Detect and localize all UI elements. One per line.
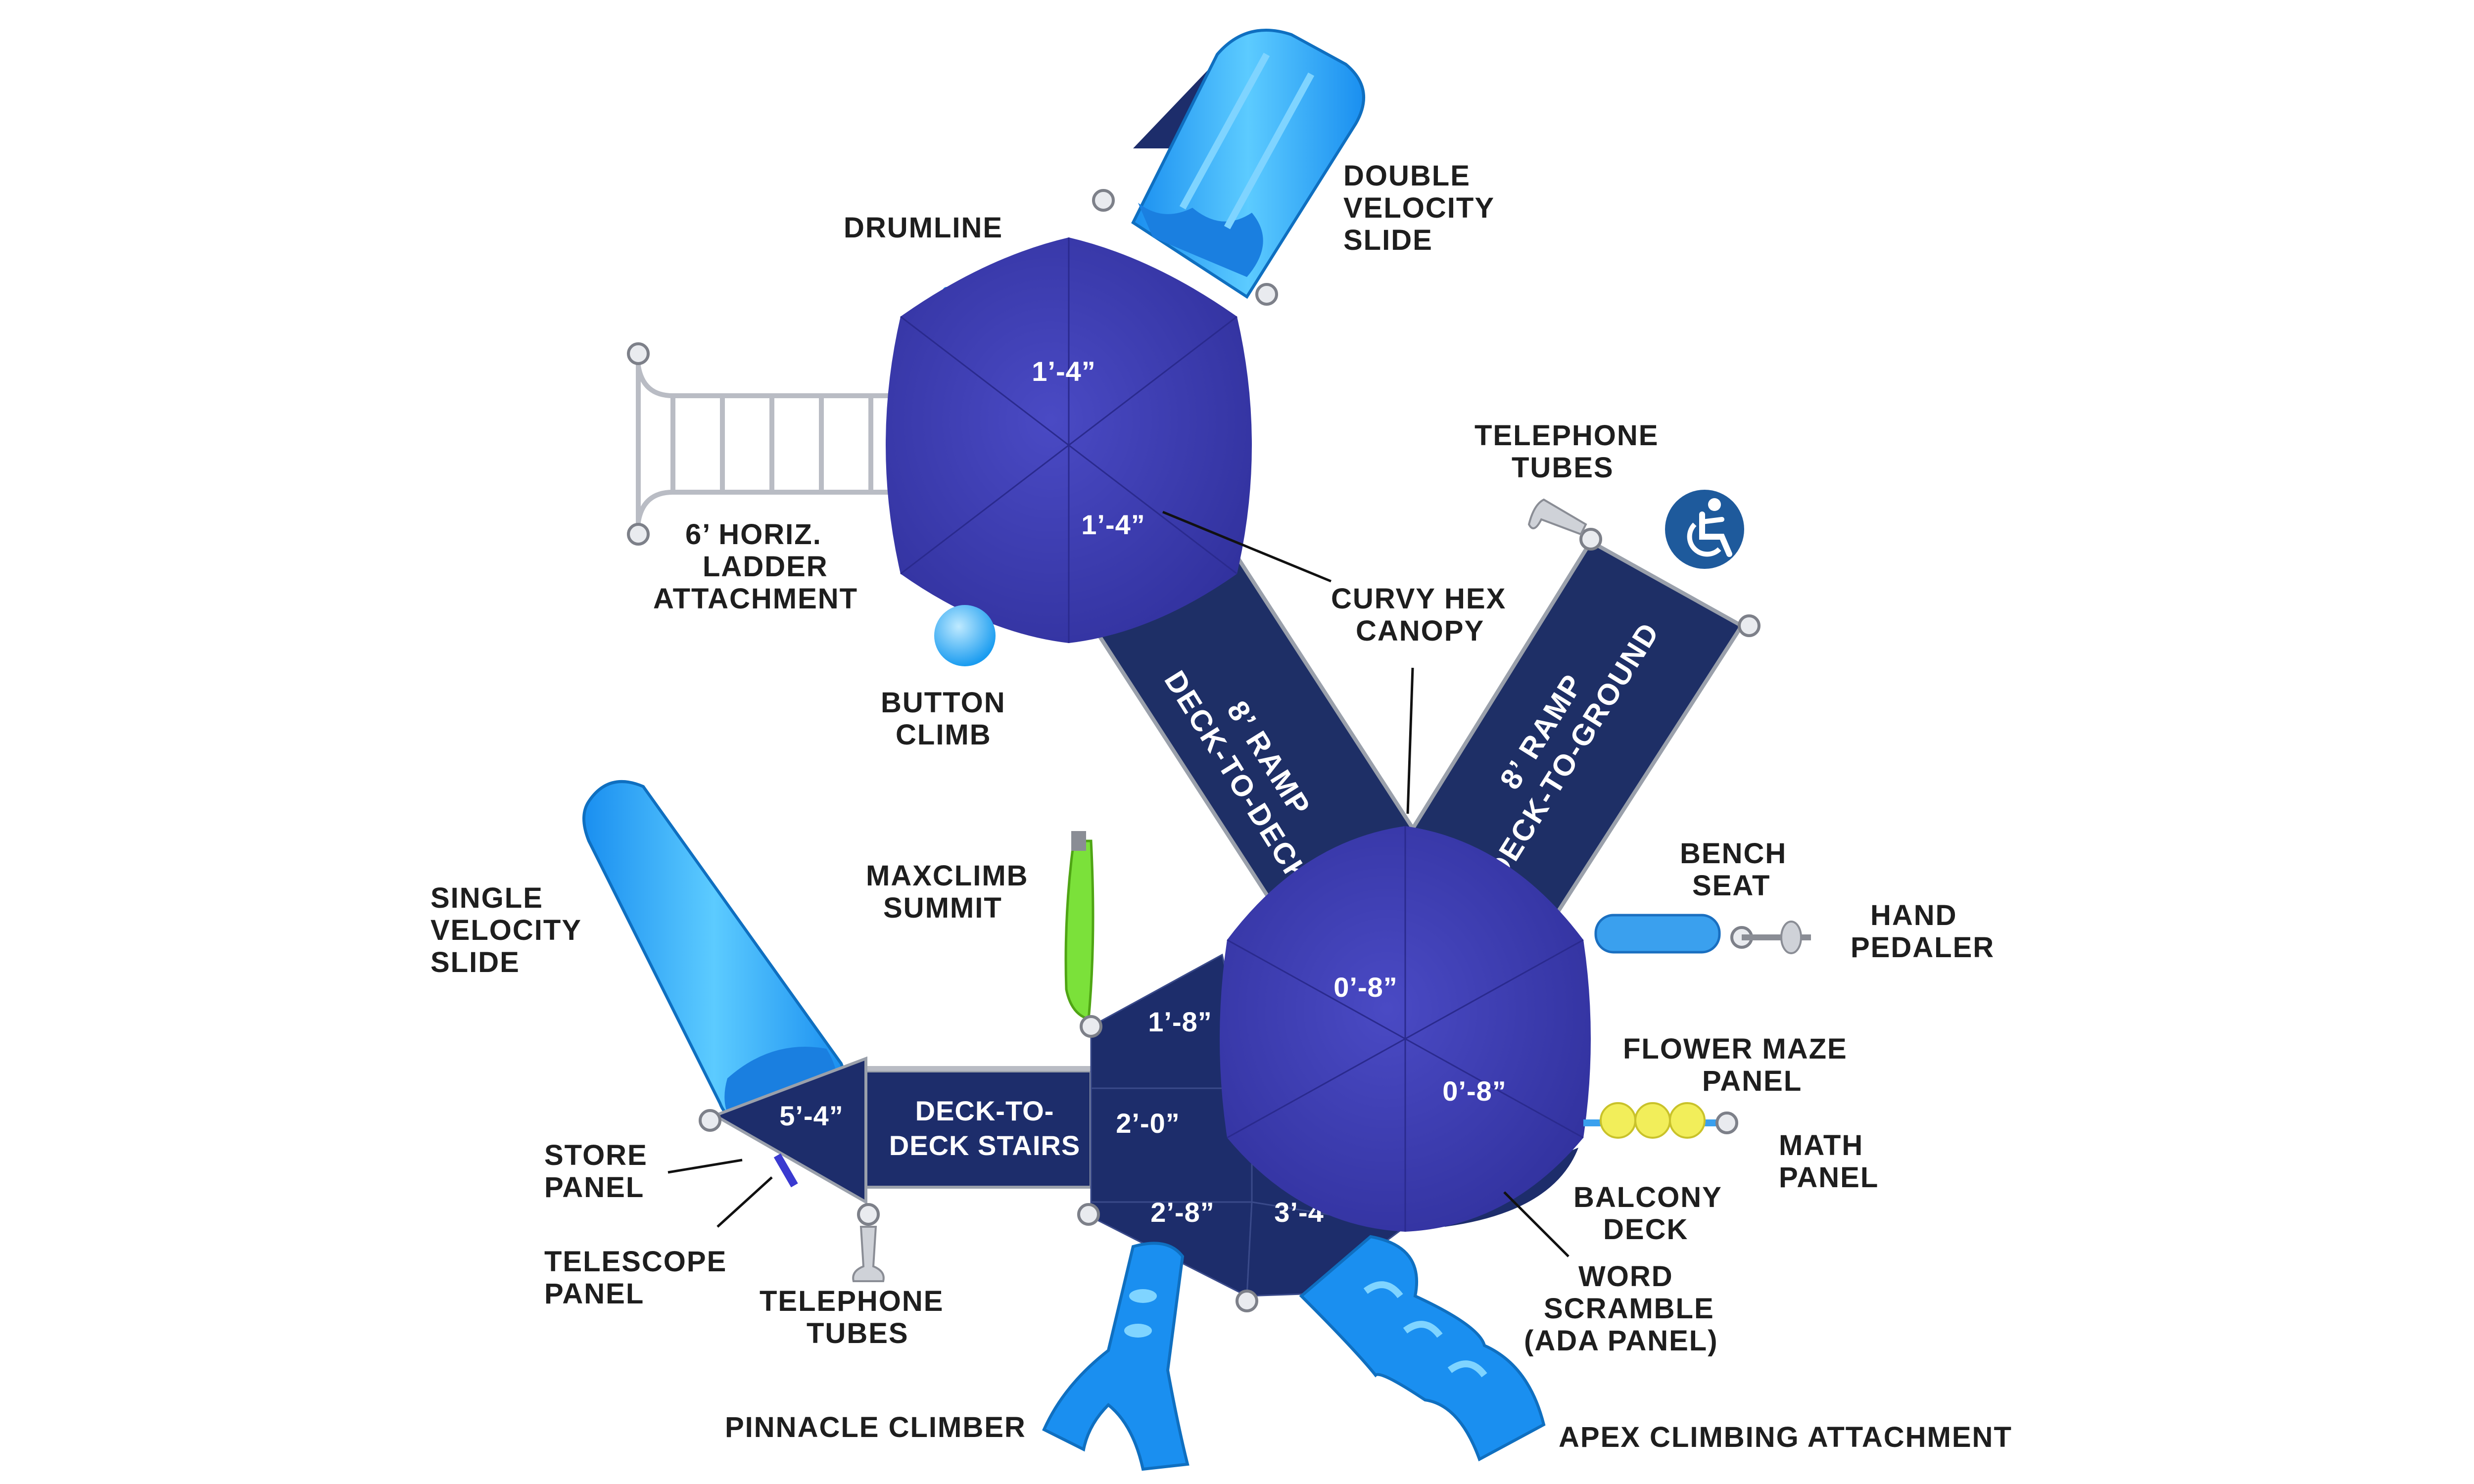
label-store-1: STORE [544, 1139, 648, 1171]
horizontal-ladder [627, 342, 891, 546]
label-maxclimb-2: SUMMIT [883, 892, 1002, 924]
label-ladder-1: 6’ HORIZ. [685, 518, 822, 551]
label-pinnacle: PINNACLE CLIMBER [725, 1411, 1026, 1443]
label-ladder-2: LADDER [703, 551, 828, 583]
label-apex: APEX CLIMBING ATTACHMENT [1559, 1421, 2012, 1453]
stairs-line2: DECK STAIRS [889, 1130, 1080, 1161]
telephone-tube-top [1527, 498, 1587, 536]
hand-pedaler [1742, 921, 1811, 954]
label-telephone-top-2: TUBES [1512, 452, 1614, 484]
label-telescope-1: TELESCOPE [544, 1246, 727, 1278]
label-bench-1: BENCH [1680, 837, 1787, 870]
wheelchair-icon [1665, 490, 1744, 569]
label-drumline: DRUMLINE [844, 212, 1003, 244]
label-button-climb-2: CLIMB [896, 719, 992, 751]
label-telephone-bottom-1: TELEPHONE [760, 1285, 944, 1317]
maxclimb-summit [1064, 831, 1094, 1021]
flower-maze-panel [1583, 1102, 1738, 1139]
label-telescope-2: PANEL [544, 1278, 644, 1310]
label-maxclimb-1: MAXCLIMB [866, 860, 1029, 892]
double-velocity-slide [1092, 29, 1365, 306]
label-ladder-3: ATTACHMENT [653, 583, 858, 615]
label-double-velocity-1: DOUBLE [1343, 160, 1471, 192]
top-hex-canopy: 1’-4” 1’-4” [886, 237, 1252, 643]
pinnacle-climber [1042, 1242, 1189, 1471]
label-balcony-2: DECK [1603, 1213, 1688, 1246]
label-hand-pedaler-2: PEDALER [1851, 931, 1995, 964]
label-double-velocity-3: SLIDE [1343, 224, 1433, 256]
label-word-scramble-1: WORD [1578, 1260, 1673, 1293]
label-canopy-1: CURVY HEX [1331, 583, 1506, 615]
stairs-line1: DECK-TO- [915, 1095, 1054, 1126]
label-flower-maze-1: FLOWER MAZE [1623, 1033, 1848, 1065]
label-single-velocity-3: SLIDE [430, 946, 520, 978]
label-single-velocity-2: VELOCITY [430, 914, 582, 946]
label-hand-pedaler-1: HAND [1870, 899, 1957, 931]
height-main-hex-lower: 0’-8” [1442, 1075, 1507, 1107]
height-top-hex-lower: 1’-4” [1081, 509, 1145, 540]
button-climb [934, 605, 996, 666]
label-single-velocity-1: SINGLE [430, 882, 543, 914]
height-5-4: 5’-4” [779, 1100, 844, 1131]
label-word-scramble-3: (ADA PANEL) [1524, 1325, 1718, 1357]
label-button-climb-1: BUTTON [881, 687, 1006, 719]
labels: DRUMLINE DOUBLE VELOCITY SLIDE TELEPHONE… [430, 160, 2012, 1453]
height-2-8: 2’-8” [1150, 1197, 1215, 1228]
label-math-1: MATH [1779, 1129, 1863, 1161]
height-top-hex-upper: 1’-4” [1032, 356, 1096, 387]
label-store-2: PANEL [544, 1171, 644, 1204]
label-flower-maze-2: PANEL [1702, 1065, 1802, 1097]
label-telephone-bottom-2: TUBES [807, 1317, 909, 1349]
leader-lines [667, 510, 1570, 1257]
label-math-2: PANEL [1779, 1161, 1879, 1194]
label-word-scramble-2: SCRAMBLE [1544, 1293, 1714, 1325]
label-double-velocity-2: VELOCITY [1343, 192, 1495, 224]
apex-climbing-attachment [1299, 1235, 1546, 1462]
label-canopy-2: CANOPY [1356, 615, 1484, 647]
main-hex-canopy: 0’-8” 0’-8” [1220, 826, 1591, 1232]
height-1-8: 1’-8” [1148, 1006, 1212, 1037]
height-main-hex-upper: 0’-8” [1333, 972, 1398, 1003]
label-telephone-top-1: TELEPHONE [1475, 419, 1659, 452]
label-balcony-1: BALCONY [1573, 1181, 1722, 1213]
height-2-0: 2’-0” [1116, 1108, 1180, 1139]
label-bench-2: SEAT [1692, 870, 1770, 902]
bench-seat [1594, 914, 1753, 954]
